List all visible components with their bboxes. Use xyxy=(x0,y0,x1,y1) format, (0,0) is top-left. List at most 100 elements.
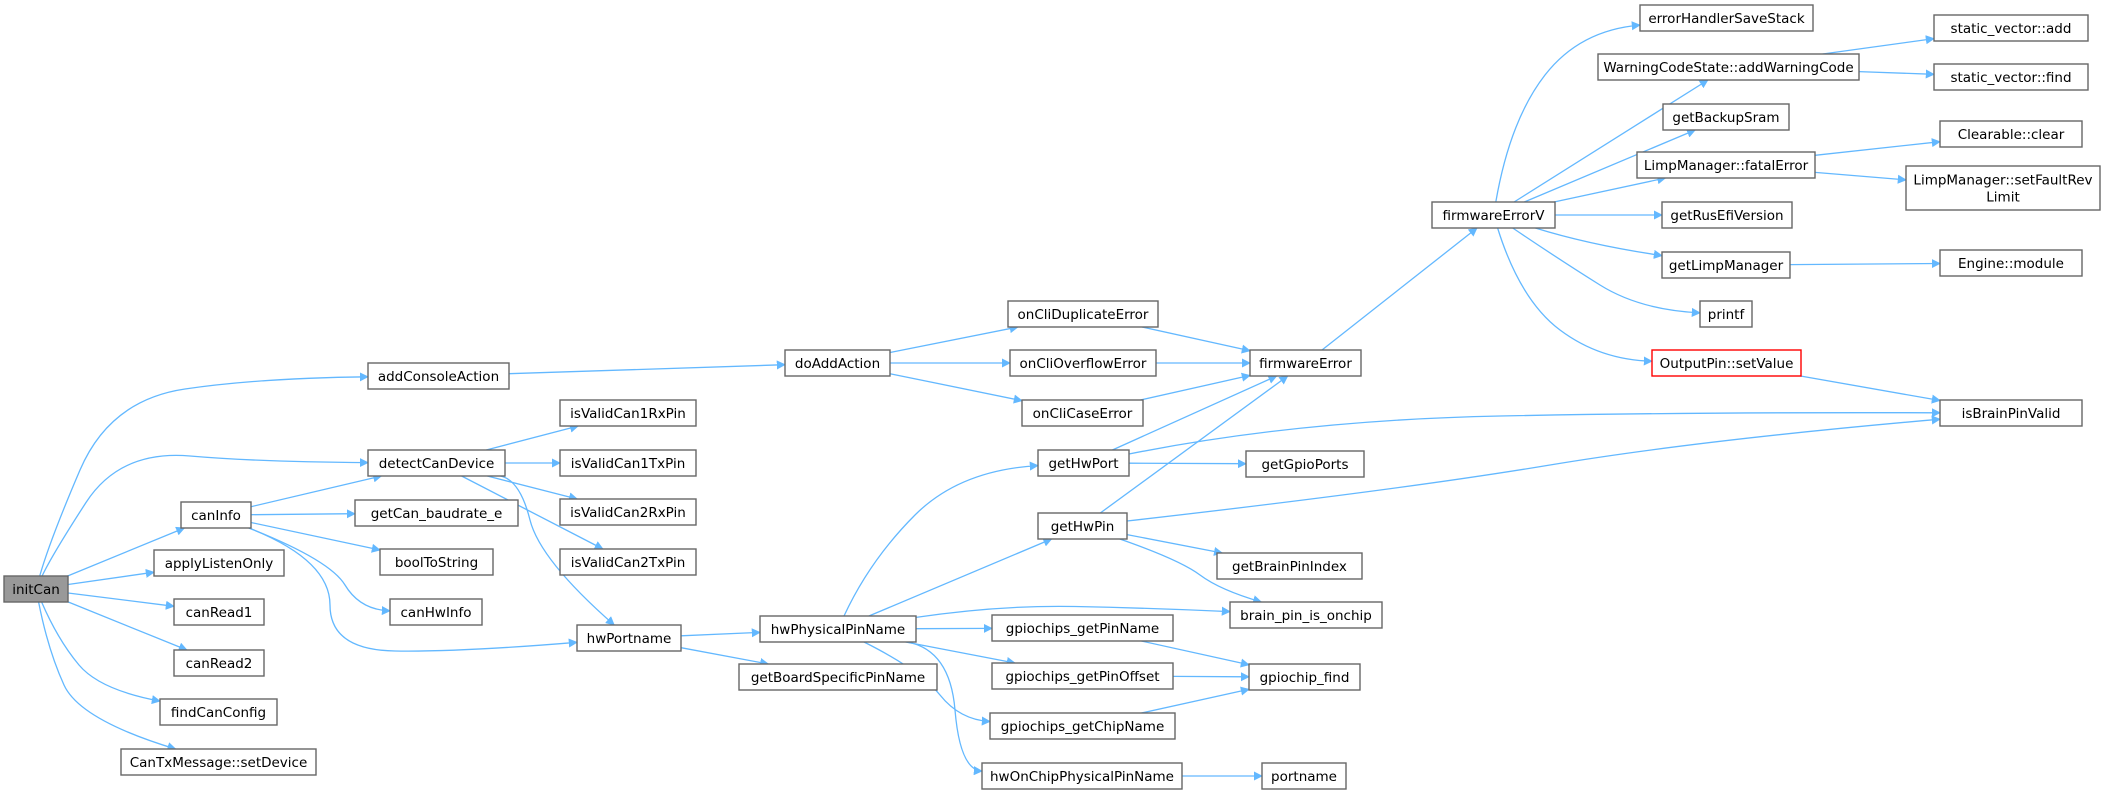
edge-initCan-to-detectCanDevice xyxy=(41,454,369,577)
edge-canInfo-to-canHwInfo xyxy=(248,527,391,616)
node-applyListenOnly[interactable]: applyListenOnly xyxy=(153,549,285,577)
node-box xyxy=(1651,349,1802,377)
edge-onCliDuplicateError-to-firmwareError xyxy=(1141,326,1251,354)
node-box xyxy=(1249,349,1362,377)
node-sv_find[interactable]: static_vector::find xyxy=(1933,63,2089,91)
edge-initCan-to-canRead1 xyxy=(67,592,175,610)
node-box xyxy=(1037,512,1128,540)
node-box xyxy=(367,362,510,390)
node-onCliOverflowError[interactable]: onCliOverflowError xyxy=(1009,349,1157,377)
node-label: canRead2 xyxy=(186,656,253,672)
node-label: gpiochip_find xyxy=(1260,670,1350,686)
node-getHwPin[interactable]: getHwPin xyxy=(1037,512,1128,540)
edge-initCan-to-setDevice xyxy=(37,601,177,751)
node-getHwPort[interactable]: getHwPort xyxy=(1037,449,1130,477)
node-canInfo[interactable]: canInfo xyxy=(180,501,252,529)
node-addWarningCode[interactable]: WarningCodeState::addWarningCode xyxy=(1597,53,1860,81)
node-canRead1[interactable]: canRead1 xyxy=(173,598,265,626)
node-label: isValidCan1TxPin xyxy=(571,456,686,472)
node-getCan_baudrate_e[interactable]: getCan_baudrate_e xyxy=(354,499,519,527)
node-box xyxy=(991,614,1174,642)
node-setDevice[interactable]: CanTxMessage::setDevice xyxy=(120,748,317,776)
node-label: detectCanDevice xyxy=(379,456,495,472)
node-hwPhysicalPinName[interactable]: hwPhysicalPinName xyxy=(759,615,917,643)
node-initCan[interactable]: initCan xyxy=(3,575,69,603)
node-getGpioPorts[interactable]: getGpioPorts xyxy=(1245,450,1365,478)
node-isValidCan1RxPin[interactable]: isValidCan1RxPin xyxy=(559,399,697,427)
node-label: applyListenOnly xyxy=(165,556,274,572)
node-box xyxy=(1939,399,2083,427)
node-errorHandlerSaveStack[interactable]: errorHandlerSaveStack xyxy=(1639,4,1814,32)
edge-canInfo-to-hwPortname xyxy=(248,527,578,652)
node-gpiochips_getPinOffset[interactable]: gpiochips_getPinOffset xyxy=(991,662,1174,690)
node-onCliDuplicateError[interactable]: onCliDuplicateError xyxy=(1007,300,1159,328)
node-canRead2[interactable]: canRead2 xyxy=(173,649,265,677)
node-label: boolToString xyxy=(395,555,478,571)
edge-onCliCaseError-to-firmwareError xyxy=(1140,372,1251,401)
node-label: Limit xyxy=(1986,190,2019,206)
node-label: getHwPin xyxy=(1051,519,1115,535)
node-getBackupSram[interactable]: getBackupSram xyxy=(1662,103,1790,131)
node-getBrainPinIndex[interactable]: getBrainPinIndex xyxy=(1216,552,1363,580)
node-label: errorHandlerSaveStack xyxy=(1648,11,1805,27)
edge-initCan-to-addConsoleAction xyxy=(39,372,369,577)
node-box xyxy=(1229,601,1383,629)
edge-hwPhysicalPinName-to-hwOnChipPhysicalPinName xyxy=(907,641,983,776)
node-canHwInfo[interactable]: canHwInfo xyxy=(389,598,483,626)
node-firmwareError[interactable]: firmwareError xyxy=(1249,349,1362,377)
node-hwOnChipPhysicalPinName[interactable]: hwOnChipPhysicalPinName xyxy=(981,762,1183,790)
node-isValidCan1TxPin[interactable]: isValidCan1TxPin xyxy=(559,449,697,477)
node-isValidCan2TxPin[interactable]: isValidCan2TxPin xyxy=(559,548,697,576)
node-findCanConfig[interactable]: findCanConfig xyxy=(159,698,278,726)
node-detectCanDevice[interactable]: detectCanDevice xyxy=(367,449,506,477)
node-box xyxy=(784,349,891,377)
node-onCliCaseError[interactable]: onCliCaseError xyxy=(1021,399,1144,427)
node-box xyxy=(1248,663,1361,691)
edge-firmwareErrorV-to-getLimpManager xyxy=(1535,227,1663,259)
node-getLimpManager[interactable]: getLimpManager xyxy=(1661,251,1791,279)
node-clear[interactable]: Clearable::clear xyxy=(1939,120,2083,148)
node-label: hwPhysicalPinName xyxy=(771,622,906,638)
node-box xyxy=(120,748,317,776)
node-label: addConsoleAction xyxy=(378,369,499,385)
node-doAddAction[interactable]: doAddAction xyxy=(784,349,891,377)
edge-setValue-to-isBrainPinValid xyxy=(1800,375,1941,404)
node-box xyxy=(1431,201,1556,229)
node-printf[interactable]: printf xyxy=(1699,300,1753,328)
node-box xyxy=(559,449,697,477)
node-box xyxy=(576,624,682,652)
node-isValidCan2RxPin[interactable]: isValidCan2RxPin xyxy=(559,498,697,526)
node-label: getCan_baudrate_e xyxy=(371,506,503,522)
node-hwPortname[interactable]: hwPortname xyxy=(576,624,682,652)
node-isBrainPinValid[interactable]: isBrainPinValid xyxy=(1939,399,2083,427)
edge-detectCanDevice-to-isValidCan2RxPin xyxy=(487,475,579,502)
node-label: getLimpManager xyxy=(1669,258,1784,274)
node-setValue[interactable]: OutputPin::setValue xyxy=(1651,349,1802,377)
node-getBoardSpecificPinName[interactable]: getBoardSpecificPinName xyxy=(738,663,938,691)
node-portname[interactable]: portname xyxy=(1261,762,1347,790)
node-addConsoleAction[interactable]: addConsoleAction xyxy=(367,362,510,390)
node-fatalError[interactable]: LimpManager::fatalError xyxy=(1636,151,1816,179)
edge-firmwareErrorV-to-fatalError xyxy=(1553,175,1667,203)
node-label: hwPortname xyxy=(587,631,672,647)
node-sv_add[interactable]: static_vector::add xyxy=(1933,14,2089,42)
node-gpiochip_find[interactable]: gpiochip_find xyxy=(1248,663,1361,691)
node-boolToString[interactable]: boolToString xyxy=(379,548,494,576)
edge-addWarningCode-to-sv_add xyxy=(1822,35,1935,55)
node-module[interactable]: Engine::module xyxy=(1939,249,2083,277)
node-gpiochips_getChipName[interactable]: gpiochips_getChipName xyxy=(989,712,1176,740)
edge-gpiochips_getPinName-to-gpiochip_find xyxy=(1141,640,1250,668)
node-label: getRusEfiVersion xyxy=(1670,208,1783,224)
node-label: gpiochips_getPinOffset xyxy=(1005,669,1159,685)
node-box xyxy=(354,499,519,527)
node-getRusEfiVersion[interactable]: getRusEfiVersion xyxy=(1661,201,1793,229)
node-gpiochips_getPinName[interactable]: gpiochips_getPinName xyxy=(991,614,1174,642)
node-brain_pin_is_onchip[interactable]: brain_pin_is_onchip xyxy=(1229,601,1383,629)
node-box xyxy=(1037,449,1130,477)
node-label: OutputPin::setValue xyxy=(1660,356,1794,372)
node-firmwareErrorV[interactable]: firmwareErrorV xyxy=(1431,201,1556,229)
node-label: CanTxMessage::setDevice xyxy=(130,755,308,771)
edge-initCan-to-canRead2 xyxy=(67,601,188,652)
